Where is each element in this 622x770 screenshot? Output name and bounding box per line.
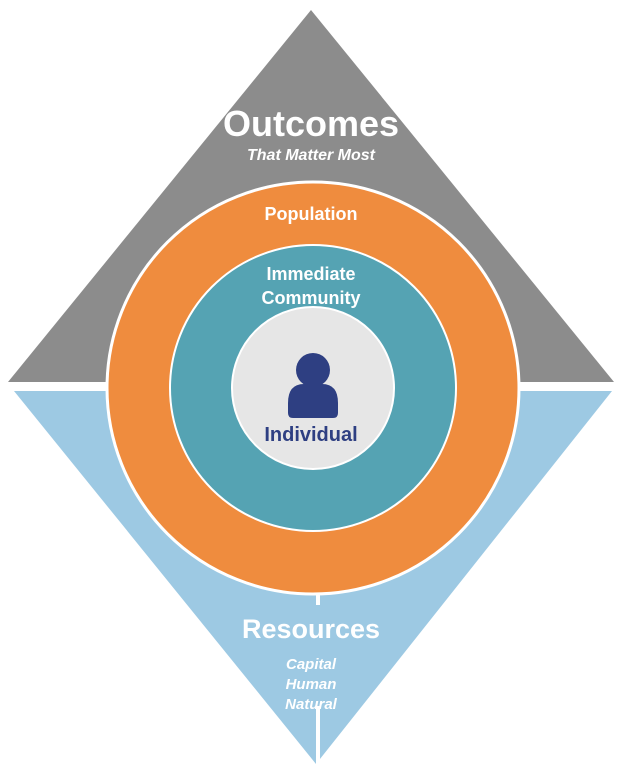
outcomes-title: Outcomes — [222, 103, 400, 144]
community-label-line1: Immediate — [266, 264, 356, 284]
population-label: Population — [264, 204, 358, 224]
resource-item-natural: Natural — [285, 696, 337, 713]
person-icon — [288, 353, 338, 418]
divider-line-lower — [316, 706, 320, 766]
resources-title: Resources — [241, 614, 381, 644]
community-label: Immediate Community — [211, 262, 411, 310]
resource-item-capital: Capital — [285, 656, 336, 673]
resources-list: Capital Human Natural — [211, 655, 411, 715]
resource-item-human: Human — [285, 676, 337, 693]
outcomes-subtitle: That Matter Most — [247, 147, 375, 164]
individual-label: Individual — [264, 424, 358, 446]
divider-line-upper — [316, 593, 320, 605]
community-label-line2: Community — [261, 288, 361, 308]
